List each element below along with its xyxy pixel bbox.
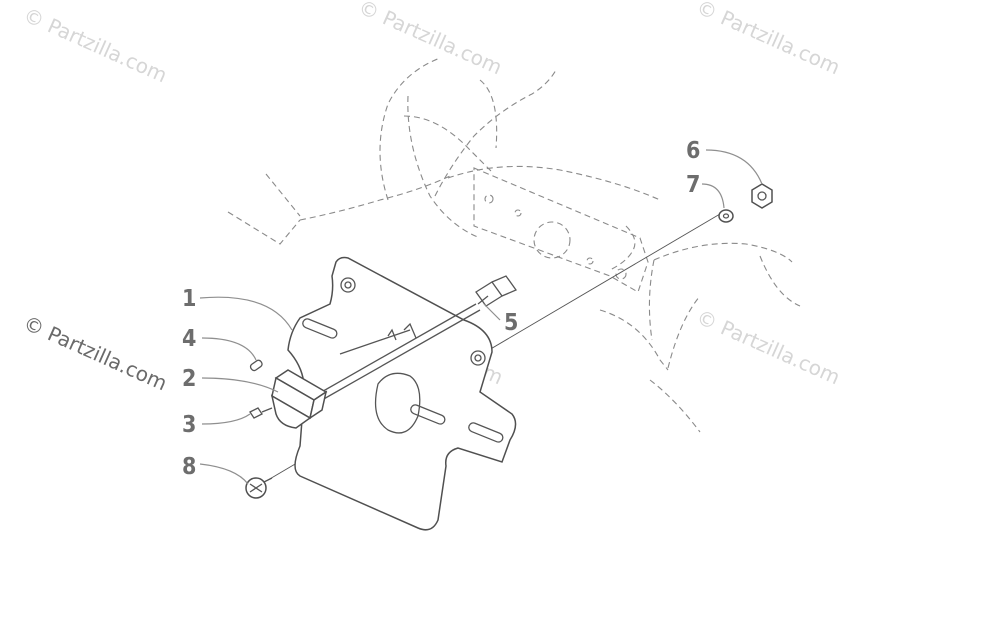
- screw-small: [249, 407, 273, 419]
- callout-4: 4: [182, 326, 196, 352]
- callout-labels: 1 4 2 3 5 8 6 7: [182, 138, 700, 480]
- callout-8: 8: [182, 454, 196, 480]
- bolt: [245, 477, 273, 499]
- watermark: © Partzilla.com: [20, 3, 171, 88]
- watermark: © Partzilla.com: [20, 311, 171, 396]
- bulb: [249, 359, 263, 372]
- washer: [718, 209, 734, 223]
- vehicle-rear-body-outline: [227, 57, 801, 433]
- callout-6: 6: [686, 138, 700, 164]
- leader-lines: [199, 149, 763, 485]
- callout-5: 5: [504, 310, 518, 336]
- nut: [751, 183, 773, 209]
- callout-2: 2: [182, 366, 196, 392]
- callout-7: 7: [686, 172, 700, 198]
- callout-3: 3: [182, 412, 196, 438]
- watermark: © Partzilla.com: [693, 305, 844, 390]
- license-plate-bracket: [287, 256, 517, 531]
- callout-1: 1: [182, 286, 196, 312]
- body-mounting-bracket: [473, 167, 649, 293]
- wire-connector: [475, 275, 517, 307]
- watermark: © Partzilla.com: [355, 0, 506, 79]
- wire-harness: [317, 303, 481, 401]
- tail-light: [270, 369, 328, 429]
- watermark: © Partzilla.com: [693, 0, 844, 79]
